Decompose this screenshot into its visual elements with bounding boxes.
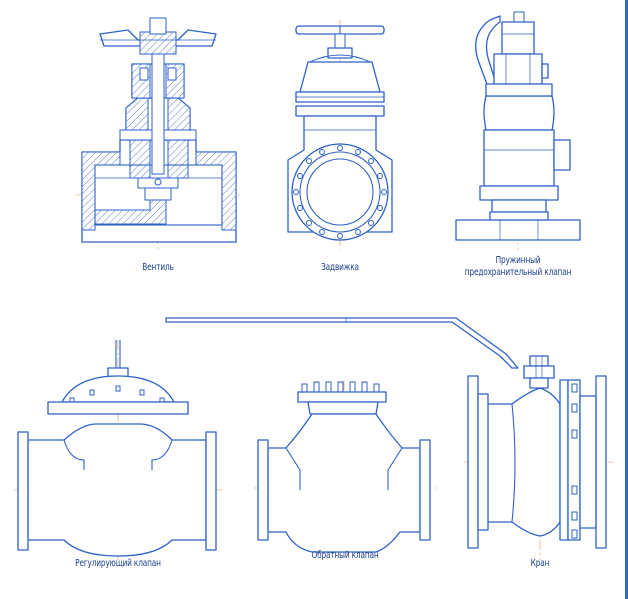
safety-valve-caption-line2: предохранительный клапан xyxy=(464,267,572,278)
gate-valve-drawing xyxy=(287,20,393,250)
control-valve-drawing xyxy=(14,340,222,560)
sheet-right-border xyxy=(625,0,628,599)
globe-valve-drawing xyxy=(76,17,240,250)
globe-valve-caption: Вентиль xyxy=(142,262,174,273)
check-valve-drawing xyxy=(254,380,436,560)
check-valve-caption: Обратный клапан xyxy=(311,550,379,561)
ball-valve-caption: Кран xyxy=(530,558,550,569)
safety-valve-drawing xyxy=(455,11,581,250)
safety-valve-caption-line1: Пружинный xyxy=(495,255,541,266)
ball-valve-drawing xyxy=(464,355,614,560)
gate-valve-caption: Задвижка xyxy=(321,262,359,273)
control-valve-caption: Регулирующий клапан xyxy=(75,558,161,569)
ball-valve-handle xyxy=(165,317,519,369)
